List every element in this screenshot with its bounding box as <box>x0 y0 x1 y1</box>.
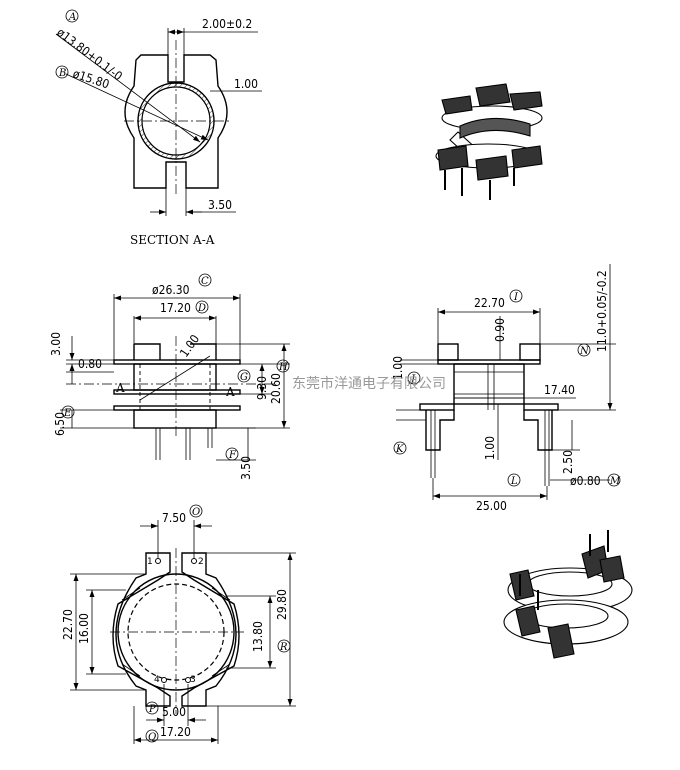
callout-n: N <box>579 346 590 357</box>
side-pin-thick: 1.00 <box>483 436 497 460</box>
bottom-hole-dia: 13.80 <box>251 621 265 652</box>
front-body-width: 17.20 <box>160 301 191 315</box>
callout-e: E <box>63 408 72 419</box>
front-view: A A ø26.30 C 17.20 D 3.00 0.80 1.00 E 6.… <box>49 273 290 480</box>
isometric-view-bottom <box>503 530 633 659</box>
pin-1-label: 1 <box>147 557 153 567</box>
bottom-inner-width: 16.00 <box>77 613 91 644</box>
callout-b: B <box>58 68 66 79</box>
side-top-width: 22.70 <box>474 296 505 310</box>
section-mark-left: A <box>115 381 125 395</box>
callout-p: P <box>148 704 156 715</box>
section-bottom-dim: 3.50 <box>208 198 232 212</box>
callout-q: Q <box>148 732 156 743</box>
bottom-left-width: 22.70 <box>61 609 75 640</box>
front-flange-dia: ø26.30 <box>152 283 190 297</box>
side-left-thick: 1.00 <box>391 356 405 380</box>
bottom-width: 17.20 <box>160 725 191 739</box>
side-view: 22.70 I 0.90 11.0+0.05/-0.2 N 1.00 J 17.… <box>391 264 621 513</box>
pin-2-label: 2 <box>198 557 204 567</box>
bottom-pitch: 5.00 <box>162 705 186 719</box>
section-wall-dim: 1.00 <box>234 77 258 91</box>
side-pin-length: 2.50 <box>561 450 575 474</box>
watermark: 东莞市洋通电子有限公司 <box>292 375 446 392</box>
section-title: SECTION A-A <box>130 233 215 247</box>
callout-k: K <box>395 444 404 455</box>
bottom-top-pitch: 7.50 <box>162 511 186 525</box>
pin-4-label: 4 <box>154 675 160 685</box>
side-span: 25.00 <box>476 499 507 513</box>
front-total-height: 20.60 <box>269 373 283 404</box>
side-inner-width: 17.40 <box>544 383 575 397</box>
callout-d: D <box>197 303 206 314</box>
section-a-a-view: 2.00±0.2 1.00 A ø13.80+0.1/-0 B ø15.80 3… <box>54 9 262 247</box>
pin-3-label: 3 <box>190 675 196 685</box>
callout-m: M <box>609 476 621 487</box>
bottom-total-height: 29.80 <box>275 589 289 620</box>
front-pin-offset: 6.50 <box>53 412 67 436</box>
front-chamfer: 1.00 <box>177 332 202 360</box>
side-flange-thick: 0.90 <box>493 318 507 342</box>
front-flange-thick: 0.80 <box>78 357 102 371</box>
side-pin-dia: ø0.80 <box>570 474 601 488</box>
callout-o: O <box>192 507 200 518</box>
callout-h: H <box>278 362 288 373</box>
callout-a: A <box>68 12 76 23</box>
front-pin-length: 3.50 <box>239 456 253 480</box>
bottom-view: 1 2 3 4 7.50 O 22.70 16.00 13.80 29.80 R <box>61 504 296 744</box>
callout-c: C <box>201 276 209 287</box>
section-slot-dim: 2.00±0.2 <box>202 17 252 31</box>
callout-i: I <box>513 292 519 303</box>
isometric-view-top <box>435 83 543 200</box>
side-height: 11.0+0.05/-0.2 <box>595 270 609 352</box>
callout-r: R <box>279 642 288 653</box>
section-mark-right: A <box>225 385 235 399</box>
callout-l: L <box>510 476 518 487</box>
callout-g: G <box>240 372 248 383</box>
front-left-height: 3.00 <box>49 332 63 356</box>
callout-f: F <box>228 450 237 461</box>
front-wind-height: 9.30 <box>255 376 269 400</box>
callout-j: J <box>409 374 416 385</box>
